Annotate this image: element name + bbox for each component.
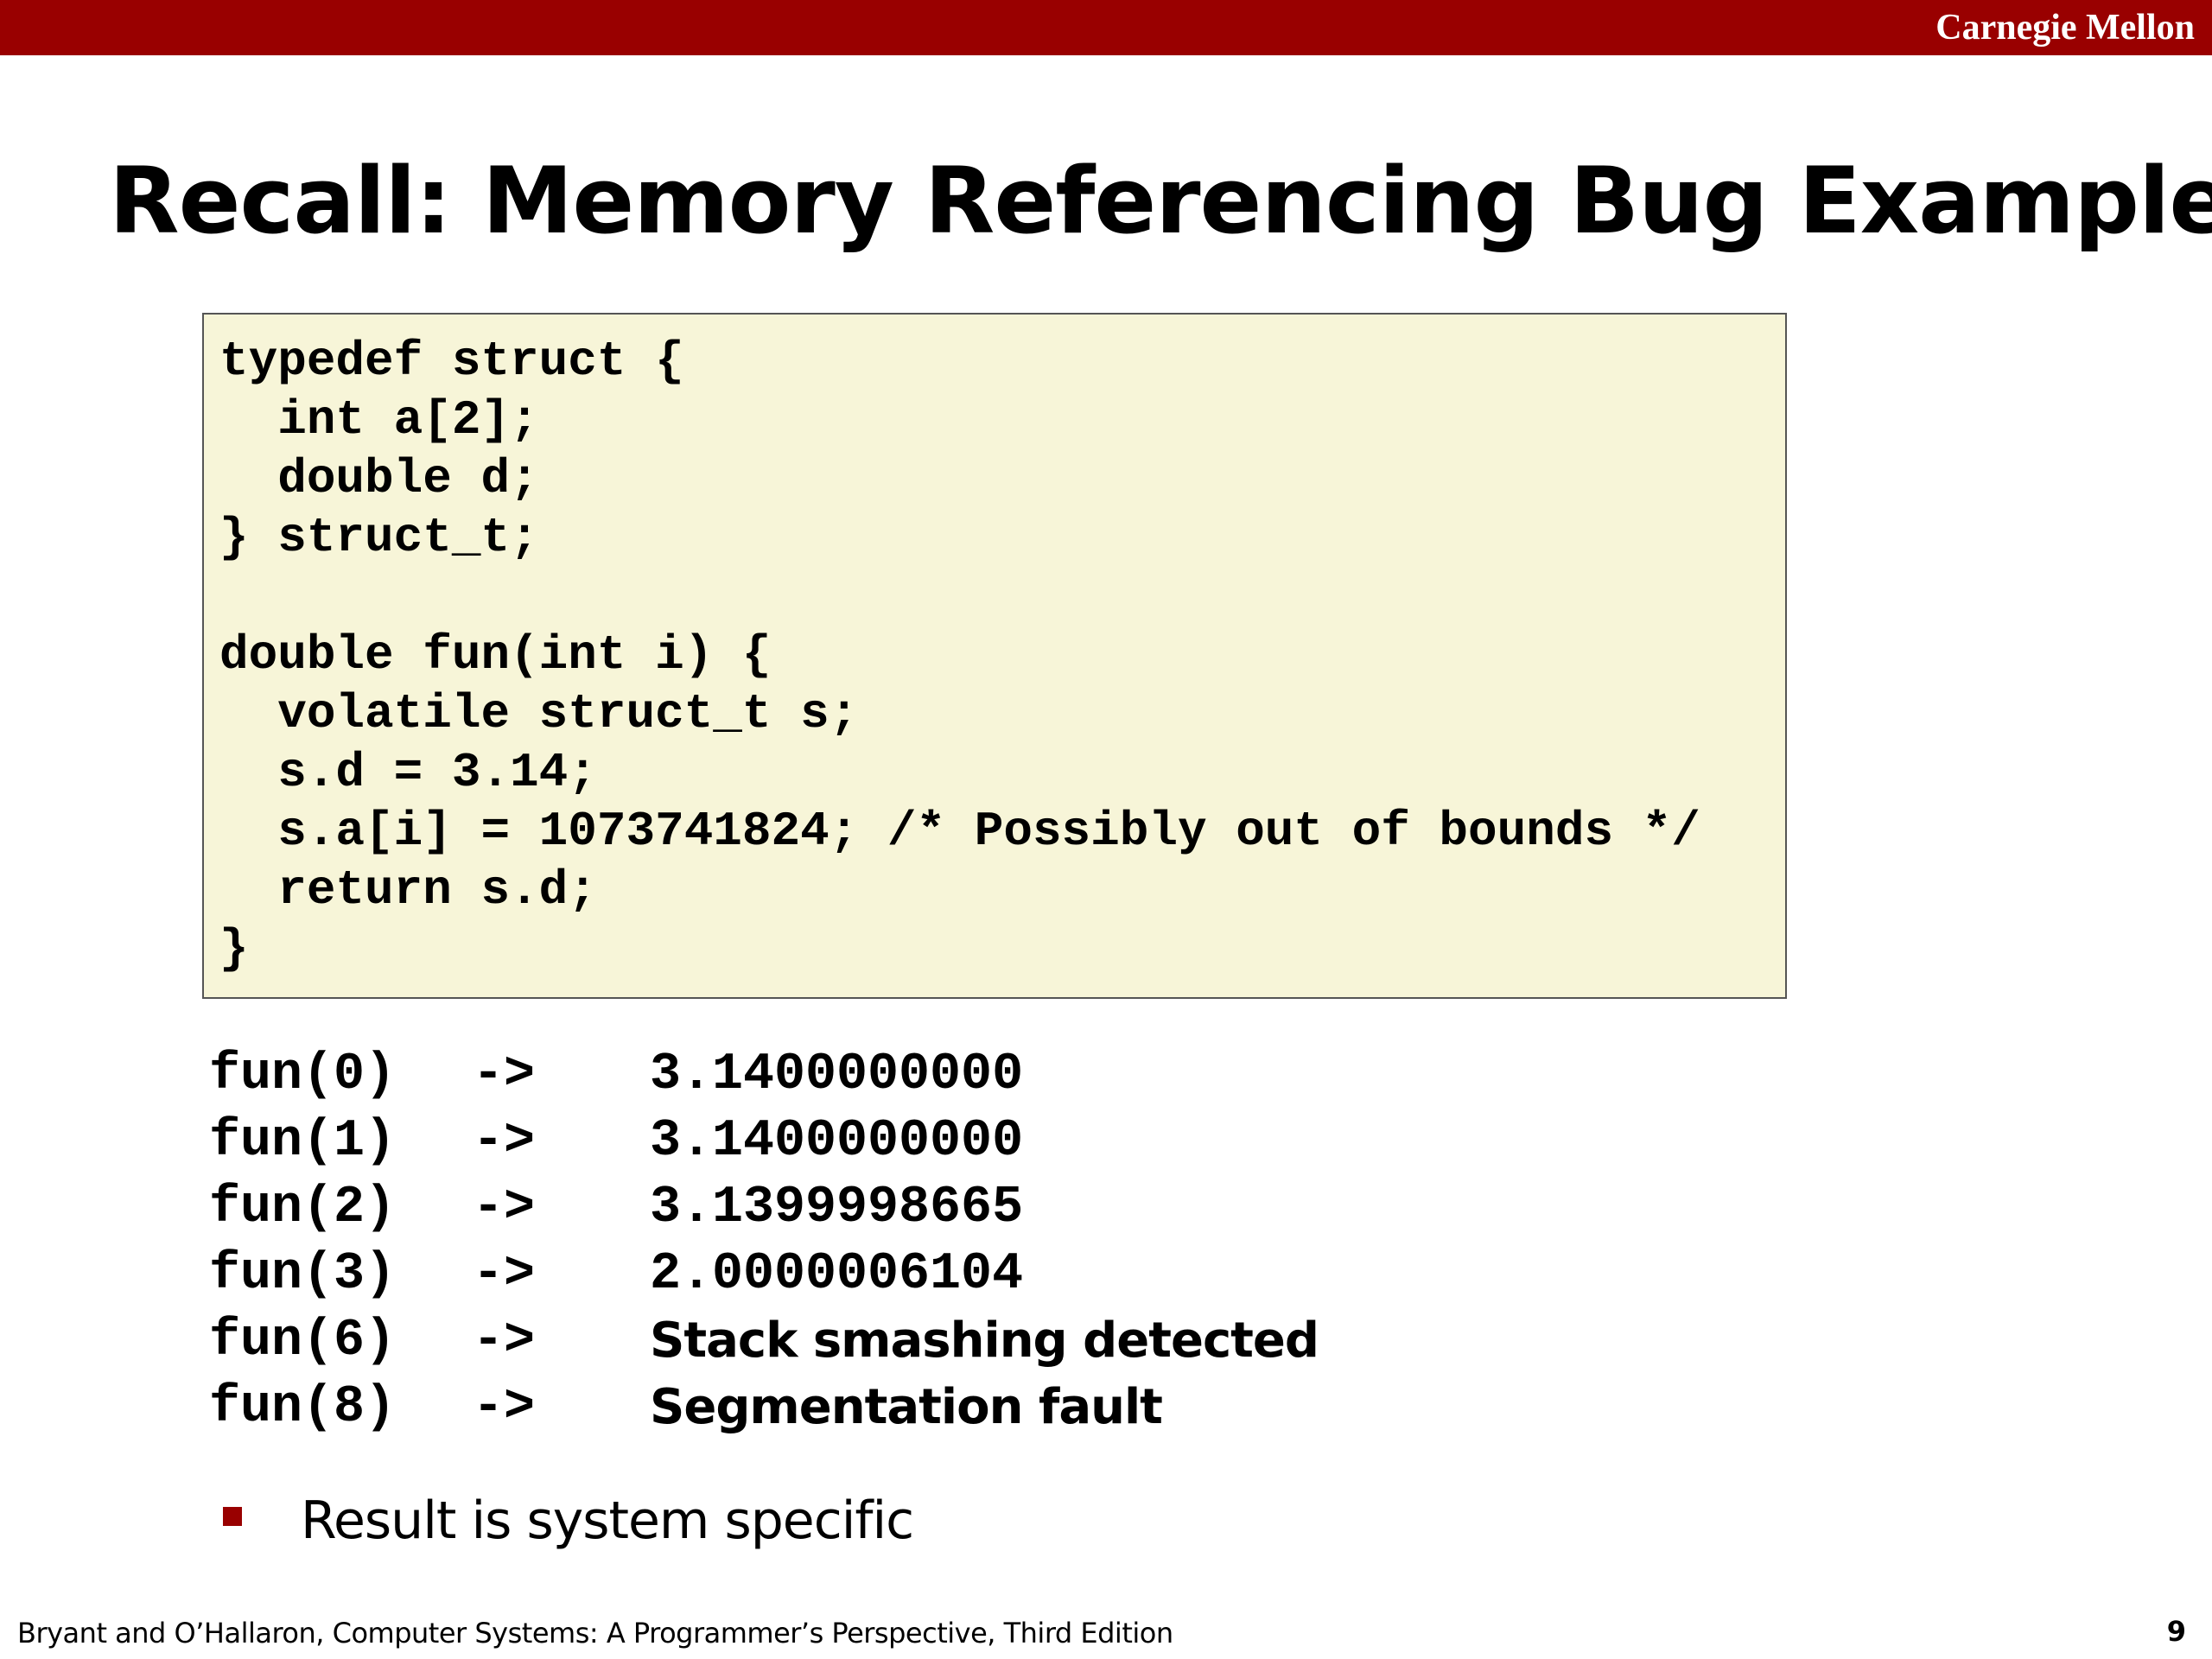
result-arrow: ->	[473, 1112, 536, 1171]
code-line: }	[219, 921, 249, 976]
code-line: volatile struct_t s;	[219, 686, 859, 741]
result-call: fun(8)	[209, 1378, 397, 1437]
result-value: 2.0000006104	[650, 1245, 1024, 1304]
result-arrow: ->	[473, 1046, 536, 1104]
result-arrow: ->	[473, 1378, 536, 1437]
result-message: Stack smashing detected	[650, 1313, 1319, 1369]
result-arrow: ->	[473, 1312, 536, 1370]
code-line: s.d = 3.14;	[219, 745, 597, 800]
header-bar: Carnegie Mellon	[0, 0, 2212, 55]
result-call: fun(6)	[209, 1312, 397, 1370]
code-line: int a[2];	[219, 392, 539, 448]
code-line: double fun(int i) {	[219, 627, 772, 683]
code-line: } struct_t;	[219, 510, 539, 565]
result-arrow: ->	[473, 1179, 536, 1237]
result-call: fun(0)	[209, 1046, 397, 1104]
result-message: Segmentation fault	[650, 1379, 1163, 1435]
code-block: typedef struct { int a[2]; double d; } s…	[202, 313, 1787, 999]
brand-label: Carnegie Mellon	[1936, 8, 2195, 48]
slide-title: Recall: Memory Referencing Bug Example	[109, 148, 2212, 254]
result-call: fun(1)	[209, 1112, 397, 1171]
footer-citation: Bryant and O’Hallaron, Computer Systems:…	[17, 1617, 1173, 1649]
code-line: s.a[i] = 1073741824; /* Possibly out of …	[219, 804, 1700, 859]
code-line: double d;	[219, 451, 539, 506]
result-value: 3.1399998665	[650, 1179, 1024, 1237]
code-line: return s.d;	[219, 862, 597, 918]
result-call: fun(2)	[209, 1179, 397, 1237]
code-line: typedef struct {	[219, 334, 684, 389]
result-value: 3.1400000000	[650, 1112, 1024, 1171]
result-call: fun(3)	[209, 1245, 397, 1304]
page-number: 9	[2166, 1615, 2186, 1648]
result-arrow: ->	[473, 1245, 536, 1304]
bullet-point: Result is system specific	[301, 1491, 914, 1551]
square-bullet-icon	[223, 1507, 242, 1526]
result-value: 3.1400000000	[650, 1046, 1024, 1104]
